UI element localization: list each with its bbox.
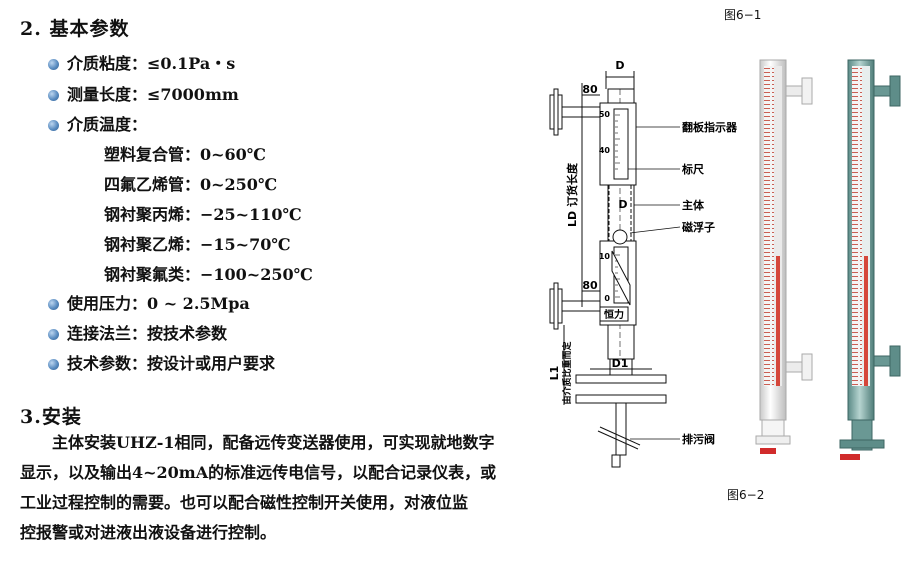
temp-steel-fluor: 钢衬聚氟类：−100~250℃ xyxy=(104,265,313,284)
callout-scale: 标尺 xyxy=(681,162,704,176)
section2-title: 2. 基本参数 xyxy=(20,18,130,40)
fig-label-bottom: 图6−2 xyxy=(727,488,765,502)
bullet-icon xyxy=(48,90,59,101)
callout-drain: 排污阀 xyxy=(682,432,715,446)
section3-title: 3.安装 xyxy=(20,406,82,428)
param-length: 测量长度：≤7000mm xyxy=(48,81,239,105)
photo-plastic-gauge xyxy=(755,59,813,454)
fig-label-top: 图6−1 xyxy=(724,8,762,22)
brand-label: 恒力 xyxy=(604,308,624,321)
scale-0: 0 xyxy=(604,294,610,303)
install-line-3: 工业过程控制的需要。也可以配合磁性控制开关使用，对液位监 xyxy=(20,493,469,512)
param-tech: 技术参数：按设计或用户要求 xyxy=(48,350,275,374)
callout-float: 磁浮子 xyxy=(682,220,715,234)
install-paragraph: 主体安装UHZ-1相同，配备远传变送器使用，可实现就地数字 显示，以及输出4~2… xyxy=(20,428,520,548)
temp-steel-pp: 钢衬聚丙烯：−25~110℃ xyxy=(104,205,302,224)
param-temperature-text: 介质温度： xyxy=(67,115,148,134)
bullet-icon xyxy=(48,329,59,340)
bullet-icon xyxy=(48,359,59,370)
param-flange: 连接法兰：按技术参数 xyxy=(48,320,227,344)
bullet-icon xyxy=(48,120,59,131)
temp-ptfe: 四氟乙烯管：0~250℃ xyxy=(104,175,278,194)
param-viscosity: 介质粘度：≤0.1Pa・s xyxy=(48,50,235,74)
dim-80-top-label: 80 xyxy=(582,83,598,96)
ld-label: LD 订货长度 xyxy=(565,162,579,227)
bullet-icon xyxy=(48,299,59,310)
scale-40: 40 xyxy=(599,146,611,155)
product-photos xyxy=(755,59,901,460)
scale-50: 50 xyxy=(599,110,611,119)
photo-steel-gauge xyxy=(839,59,901,460)
l1-label: L1 xyxy=(548,366,561,381)
param-pressure-text: 使用压力：0 ~ 2.5Mpa xyxy=(67,294,250,313)
callout-indicator: 翻板指示器 xyxy=(682,120,738,134)
callout-body: 主体 xyxy=(682,198,705,212)
param-flange-text: 连接法兰：按技术参数 xyxy=(67,324,228,343)
bullet-icon xyxy=(48,59,59,70)
install-line-1: 主体安装UHZ-1相同，配备远传变送器使用，可实现就地数字 xyxy=(52,433,495,452)
install-line-2: 显示，以及输出4~20mA的标准远传电信号，以配合记录仪表，或 xyxy=(20,463,497,482)
dim-d-label: D xyxy=(615,59,624,72)
tube-d-label: D xyxy=(618,198,627,211)
param-tech-text: 技术参数：按设计或用户要求 xyxy=(67,354,276,373)
param-pressure: 使用压力：0 ~ 2.5Mpa xyxy=(48,290,250,314)
level-gauge-drawing: D 80 80 D D1 LD 订货长度 L1 由介质比重而定 50 40 10… xyxy=(548,59,738,468)
dim-d1-label: D1 xyxy=(612,357,629,370)
dim-80-bottom-label: 80 xyxy=(582,279,598,292)
param-temperature: 介质温度： xyxy=(48,111,147,135)
temp-plastic: 塑料复合管：0~60℃ xyxy=(104,145,266,164)
scale-10: 10 xyxy=(599,252,611,261)
medium-label: 由介质比重而定 xyxy=(561,341,573,405)
param-length-text: 测量长度：≤7000mm xyxy=(67,85,239,104)
param-viscosity-text: 介质粘度：≤0.1Pa・s xyxy=(67,54,236,73)
temp-steel-pe: 钢衬聚乙烯：−15~70℃ xyxy=(104,235,291,254)
install-line-4: 控报警或对进液出液设备进行控制。 xyxy=(20,523,277,542)
